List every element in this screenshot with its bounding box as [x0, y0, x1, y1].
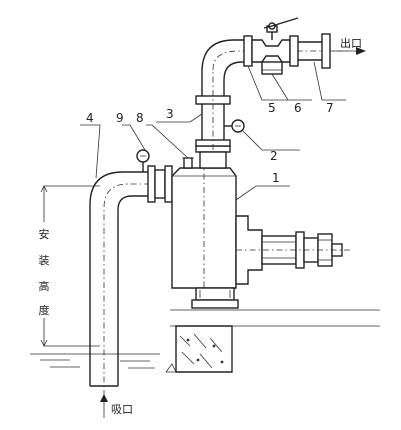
- height-char-3: 高: [39, 279, 50, 293]
- pump-casing: [171, 157, 237, 300]
- discharge-flange: [243, 35, 253, 67]
- part-label-2: 2: [270, 149, 278, 163]
- height-char-2: 装: [39, 254, 50, 267]
- height-char-4: 度: [39, 303, 50, 317]
- leader-lines: [80, 61, 346, 201]
- part-label-6: 6: [294, 101, 302, 115]
- inlet-label: 吸口: [111, 403, 133, 416]
- bearing-housing: [235, 215, 350, 285]
- water-surface: [30, 353, 160, 369]
- part-label-9: 9: [116, 111, 124, 125]
- part-label-3: 3: [166, 107, 174, 121]
- suction-pressure-gauge: [136, 149, 150, 172]
- gate-valve: [251, 17, 299, 75]
- outlet-pipe: [289, 33, 331, 69]
- suction-flange: [147, 165, 173, 203]
- height-char-1: 安: [39, 227, 50, 241]
- installation-height-dimension: [36, 185, 100, 347]
- discharge-pressure-gauge: [224, 119, 245, 133]
- pump-support: [191, 287, 239, 309]
- foundation: [165, 309, 380, 373]
- part-label-7: 7: [326, 101, 334, 115]
- outlet-arrow: [330, 47, 366, 55]
- discharge-elbow: [201, 39, 350, 96]
- part-label-5: 5: [268, 101, 276, 115]
- suction-pipe: [89, 171, 178, 396]
- inlet-arrow: [100, 394, 108, 418]
- part-label-4: 4: [86, 111, 94, 125]
- part-label-8: 8: [136, 111, 144, 125]
- outlet-label: 出口: [340, 36, 362, 50]
- discharge-pipe-vertical: [195, 70, 231, 150]
- part-label-1: 1: [272, 171, 280, 185]
